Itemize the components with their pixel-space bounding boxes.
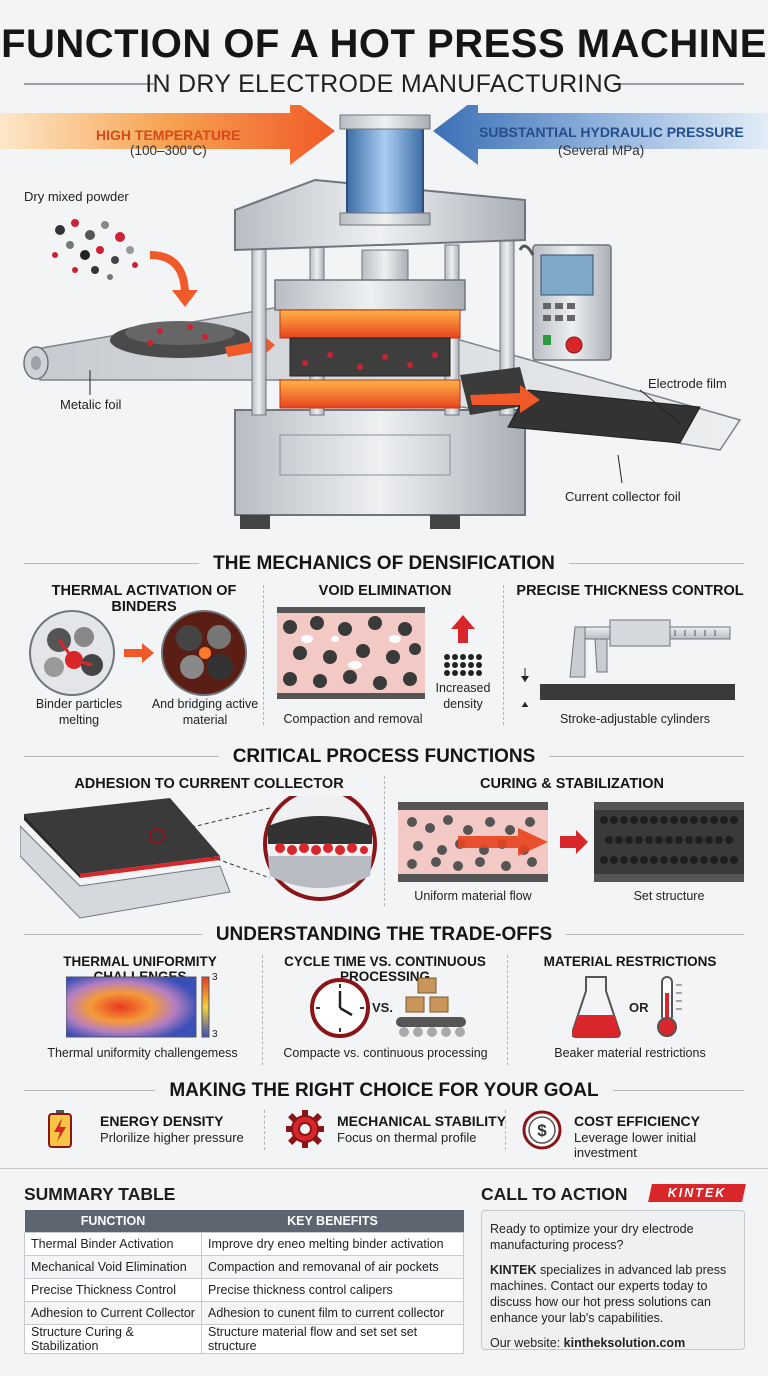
temp-label: HIGH TEMPERATURE xyxy=(96,127,241,143)
mech-col1-title: THERMAL ACTIVATION OF BINDERS xyxy=(51,583,237,615)
or-label: OR xyxy=(629,1000,649,1015)
adhesion-illustration xyxy=(19,787,380,926)
cycle-illustration xyxy=(308,975,468,1040)
binder-illustration xyxy=(24,605,264,700)
scale-bottom: 3 xyxy=(212,1029,218,1040)
table-header-function: FUNCTION xyxy=(24,1210,202,1232)
curing-cap-right: Set structure xyxy=(633,889,705,903)
powder-label: Dry mixed powder xyxy=(24,189,129,204)
cta-line1: Ready to optimize your dry electrode man… xyxy=(490,1222,694,1253)
cta-line2: KINTEK specializes in advanced lab press… xyxy=(490,1262,727,1326)
goal-cost: $ COST EFFICIENCY Leverage lower initial… xyxy=(520,1108,748,1160)
collector-label: Current collector foil xyxy=(565,489,681,504)
cta-website-row: Our website: kintheksolution.com xyxy=(490,1335,686,1350)
binder-cap-right: And bridging active material xyxy=(151,697,259,727)
section-tradeoffs: UNDERSTANDING THE TRADE-OFFS xyxy=(0,924,768,946)
caliper-cap: Stroke-adjustable cylinders xyxy=(559,712,711,726)
goal-mechanical: MECHANICAL STABILITY Focus on thermal pr… xyxy=(280,1108,520,1150)
page-title: FUNCTION OF A HOT PRESS MACHINE xyxy=(1,22,767,66)
title-rule-right xyxy=(614,83,744,85)
pressure-value: (Several MPa) xyxy=(558,143,645,158)
crit-col1-title: ADHESION TO CURRENT COLLECTOR xyxy=(74,776,344,792)
summary-title: SUMMARY TABLE xyxy=(24,1184,176,1204)
trade-col3-title: MATERIAL RESTRICTIONS xyxy=(543,954,717,969)
gear-icon xyxy=(286,1110,324,1148)
cta-box: Ready to optimize your dry electrode man… xyxy=(481,1210,745,1350)
pressure-arrow xyxy=(433,97,768,165)
beaker-cap: Beaker material restrictions xyxy=(554,1046,706,1060)
binder-cap-left: Binder particles melting xyxy=(35,697,123,727)
title-rule-left xyxy=(24,83,154,85)
caliper-illustration xyxy=(515,602,750,716)
summary-table: FUNCTION KEY BENEFITS Thermal Binder Act… xyxy=(24,1210,464,1354)
trade-col2-title: CYCLE TIME VS. CONTINUOUS PROCESSING xyxy=(284,954,486,984)
heatmap-illustration xyxy=(65,975,216,1040)
powder-cloud xyxy=(52,219,138,280)
section-mechanics: THE MECHANICS OF DENSIFICATION xyxy=(0,553,768,575)
curing-cap-left: Uniform material flow xyxy=(414,889,532,903)
svg-text:$: $ xyxy=(537,1121,547,1140)
dollar-coin-icon: $ xyxy=(522,1110,562,1150)
cta-website-link[interactable]: kintheksolution.com xyxy=(563,1335,686,1350)
kintek-logo: KINTEK xyxy=(648,1184,746,1202)
scale-top: 3 xyxy=(212,972,218,983)
temp-value: (100–300°C) xyxy=(130,143,207,158)
section-critical: CRITICAL PROCESS FUNCTIONS xyxy=(0,746,768,768)
mech-col3-title: PRECISE THICKNESS CONTROL xyxy=(516,583,744,599)
battery-icon xyxy=(48,1110,72,1148)
void-illustration xyxy=(275,605,495,700)
beaker-illustration xyxy=(570,975,702,1040)
curing-illustration xyxy=(398,800,744,885)
foil-label: Metalic foil xyxy=(60,397,122,412)
void-cap-left: Compaction and removal xyxy=(283,712,423,726)
film-label: Electrode film xyxy=(648,376,727,391)
heatmap-cap: Thermal uniformity challengemess xyxy=(47,1046,238,1060)
mech-col2-title: VOID ELIMINATION xyxy=(318,583,452,599)
heat-arrow xyxy=(0,97,335,165)
table-header-benefits: KEY BENEFITS xyxy=(201,1210,464,1232)
cycle-cap: Compacte vs. continuous processing xyxy=(283,1046,488,1060)
hero-illustration xyxy=(0,97,768,540)
pressure-label: SUBSTANTIAL HYDRAULIC PRESSURE xyxy=(479,124,744,140)
page-subtitle: IN DRY ELECTRODE MANUFACTURING xyxy=(145,70,623,98)
section-goals: MAKING THE RIGHT CHOICE FOR YOUR GOAL xyxy=(0,1080,768,1102)
cta-title: CALL TO ACTION xyxy=(481,1184,628,1204)
crit-col2-title: CURING & STABILIZATION xyxy=(480,776,664,792)
vs-label: VS. xyxy=(372,1000,393,1015)
void-cap-right: Increased density xyxy=(435,681,491,711)
goal-energy: ENERGY DENSITY Prlorilize higher pressur… xyxy=(24,1108,264,1150)
